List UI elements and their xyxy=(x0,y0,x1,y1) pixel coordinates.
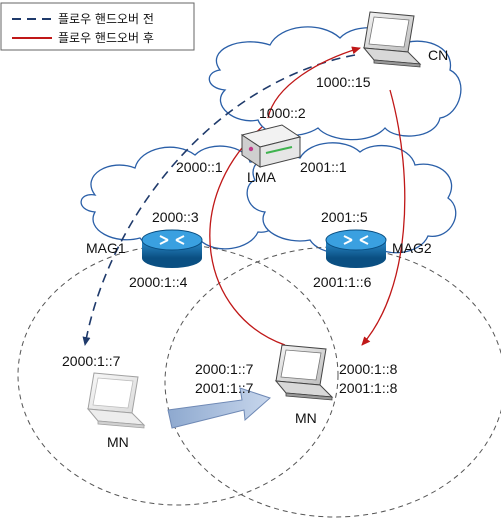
mag1-address-top: 2000::3 xyxy=(152,209,199,225)
legend: 플로우 핸드오버 전 플로우 핸드오버 후 xyxy=(0,2,195,51)
legend-after-label: 플로우 핸드오버 후 xyxy=(58,30,154,45)
cn-label: CN xyxy=(428,47,448,63)
mag2-address-top: 2001::5 xyxy=(321,209,368,225)
mn-old-address: 2000:1::7 xyxy=(62,353,121,369)
mn-new-address-1: 2000:1::7 xyxy=(195,361,254,377)
flow-after-path-down xyxy=(361,89,406,346)
flow-before-path xyxy=(82,54,356,346)
lma-address-top: 1000::2 xyxy=(259,105,306,121)
mag2-address-bottom: 2001:1::6 xyxy=(313,274,372,290)
mn-new-right-address-2: 2001:1::8 xyxy=(339,380,398,396)
mn-new-address-2: 2001:1::7 xyxy=(195,380,254,396)
mn-new-right-address-1: 2000:1::8 xyxy=(339,361,398,377)
mn-new-label: MN xyxy=(295,410,317,426)
movement-arrow-icon xyxy=(167,387,271,429)
lma-address-right: 2001::1 xyxy=(300,159,347,175)
lma-server-icon xyxy=(240,124,302,168)
mag1-label: MAG1 xyxy=(86,240,126,256)
legend-before-label: 플로우 핸드오버 전 xyxy=(58,11,154,26)
mn-old-label: MN xyxy=(107,434,129,450)
mag2-label: MAG2 xyxy=(392,240,432,256)
mn-new-laptop-icon xyxy=(274,344,334,401)
lma-address-left: 2000::1 xyxy=(176,159,223,175)
flow-after-path-lma-cn xyxy=(267,46,361,119)
mag2-router-icon xyxy=(325,229,387,268)
cn-laptop-icon xyxy=(362,11,422,68)
mag1-router-icon xyxy=(141,229,203,268)
mag1-address-bottom: 2000:1::4 xyxy=(129,274,188,290)
flow-after-path-up xyxy=(209,126,286,346)
lma-label: LMA xyxy=(247,169,276,185)
cn-address: 1000::15 xyxy=(316,74,371,90)
mn-old-laptop-icon xyxy=(86,372,146,429)
